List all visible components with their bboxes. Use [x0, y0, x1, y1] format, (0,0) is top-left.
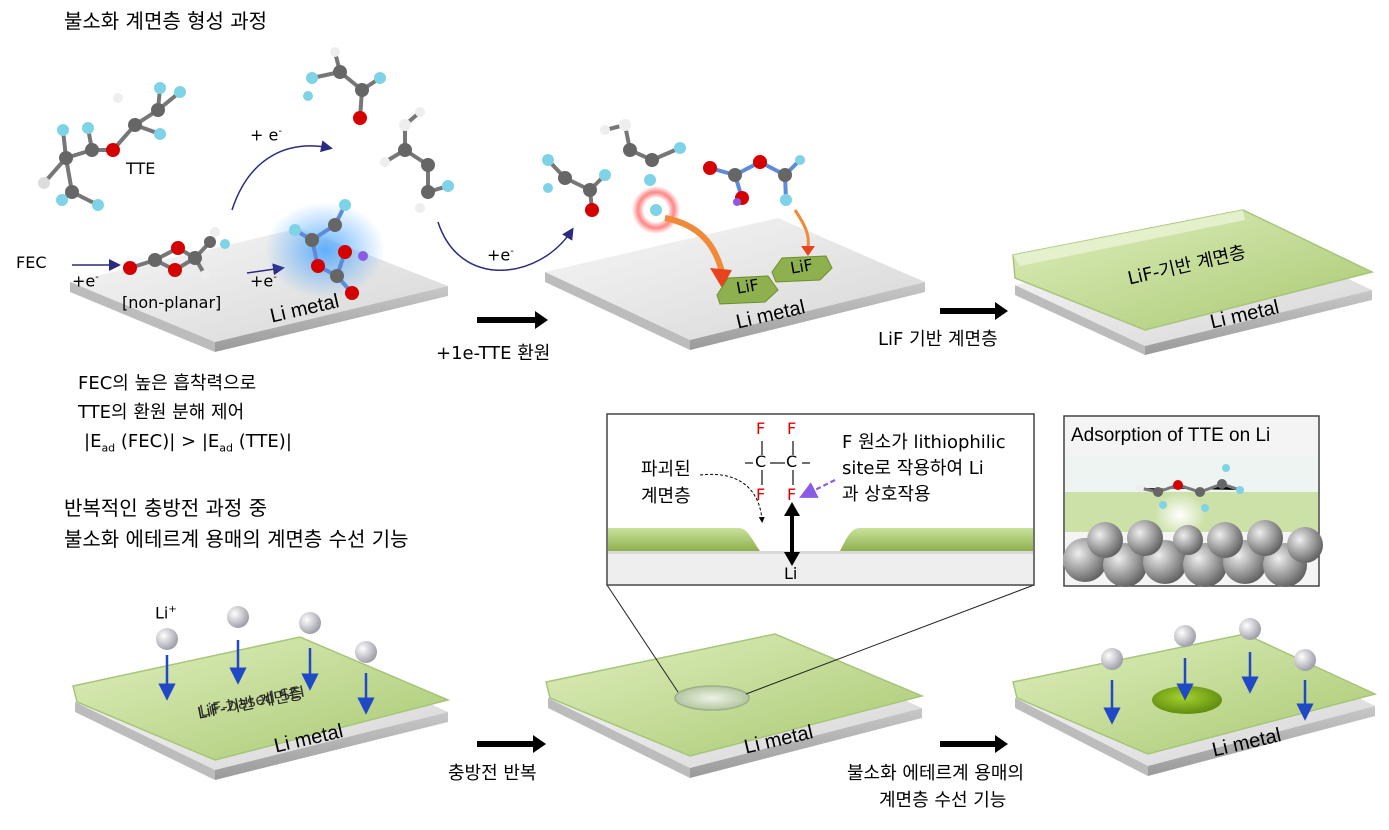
electron-curve-arrow-2: [437, 221, 574, 271]
tte-molecule: [38, 82, 186, 211]
bottom-section-title-1: 반복적인 충방전 과정 중: [64, 496, 268, 520]
reduced-fec-fragment: [703, 155, 805, 206]
plus-electron-mid: +e-: [487, 245, 514, 265]
step-label-lif-layer: LiF 기반 계면층: [878, 329, 998, 350]
f-to-lif-arrow-2: [793, 209, 810, 249]
bottom-section-title-2: 불소화 에테르계 용매의 계면층 수선 기능: [64, 527, 409, 551]
lif-flake-a: [716, 275, 779, 305]
inset-note-line-2: site로 작용하여 Li: [842, 458, 984, 479]
inset-f-top-left: F: [756, 419, 766, 438]
tte-fragment-4: [600, 119, 686, 186]
lif-layer-slab-top: [1012, 209, 1375, 355]
step-label-repair-1: 불소화 에테르계 용매의: [847, 763, 1025, 784]
inset-f-top-right: F: [787, 419, 797, 438]
nonplanar-label: [non-planar]: [122, 293, 222, 312]
lif-label-b: LiF: [788, 255, 815, 278]
damage-pit: [674, 685, 750, 711]
tte-label: TTE: [126, 159, 156, 178]
fluoride-ion: [650, 204, 662, 216]
inset-broken-label-2: 계면층: [641, 486, 691, 507]
inset-f-bottom-right: F: [787, 485, 797, 504]
broken-layer-pointer: [699, 473, 765, 523]
fec-label: FEC: [16, 253, 47, 272]
repaired-patch: [1152, 686, 1222, 714]
step-label-repair-2: 계면층 수선 기능: [879, 790, 1007, 811]
lithiophilic-pointer: [799, 479, 836, 498]
fec-note-line-2: TTE의 환원 분해 제어: [78, 402, 245, 423]
inset-layer-right: [840, 528, 1033, 551]
inset-li-label: Li: [784, 564, 798, 583]
adsorption-title: Adsorption of TTE on Li: [1071, 425, 1271, 446]
inset-broken-label-1: 파괴된: [641, 459, 691, 480]
inset-c-right: C: [786, 452, 798, 471]
zoom-line-right: [745, 584, 1035, 695]
inset-f-bottom-left: F: [756, 485, 766, 504]
plus-electron-left: +e-: [72, 271, 99, 291]
step-label-reduction: +1e-TTE 환원: [436, 343, 551, 364]
lif-label-a: LiF: [734, 275, 761, 298]
reduced-fec-molecule: [265, 199, 385, 300]
inset-note-line-1: F 원소가 lithiophilic: [842, 432, 1006, 453]
top-section-title: 불소화 계면층 형성 과정: [64, 9, 268, 33]
li-ions-right: [1101, 618, 1316, 725]
plus-electron-top: + e-: [250, 125, 282, 145]
tte-fragment-2: [380, 107, 454, 213]
plus-electron-right: +e-: [250, 271, 277, 291]
inset-note-line-3: 과 상호작용: [842, 484, 931, 505]
fec-note-line-1: FEC의 높은 흡착력으로: [78, 373, 257, 394]
li-ions-left: [156, 606, 377, 715]
zoom-line-left: [606, 584, 679, 693]
step-label-cycling: 충방전 반복: [448, 763, 537, 784]
lif-slab-bottom-3: [1012, 633, 1378, 776]
process-arrow-4: [940, 735, 1008, 753]
fec-molecule: [123, 227, 230, 280]
lif-flake-b: [771, 255, 833, 283]
inset-layer-left: [608, 528, 760, 551]
adsorption-image: [1063, 415, 1323, 587]
li-ion-label: Li+: [155, 603, 177, 623]
lif-slab-bottom-1: [72, 636, 451, 780]
electron-curve-arrow-1: [231, 140, 333, 211]
lif-slab-bottom-2: [545, 633, 925, 778]
tte-fragment-1: [303, 47, 386, 125]
process-arrow-2: [940, 302, 1008, 320]
process-arrow-3: [477, 735, 546, 753]
tte-fragment-3: [542, 154, 611, 217]
inset-c-left: C: [755, 452, 767, 471]
process-arrow-1: [477, 311, 548, 329]
fec-note-line-3: |Ead (FEC)| > |Ead (TTE)|: [84, 431, 292, 455]
f-to-lif-arrow: [664, 215, 725, 273]
